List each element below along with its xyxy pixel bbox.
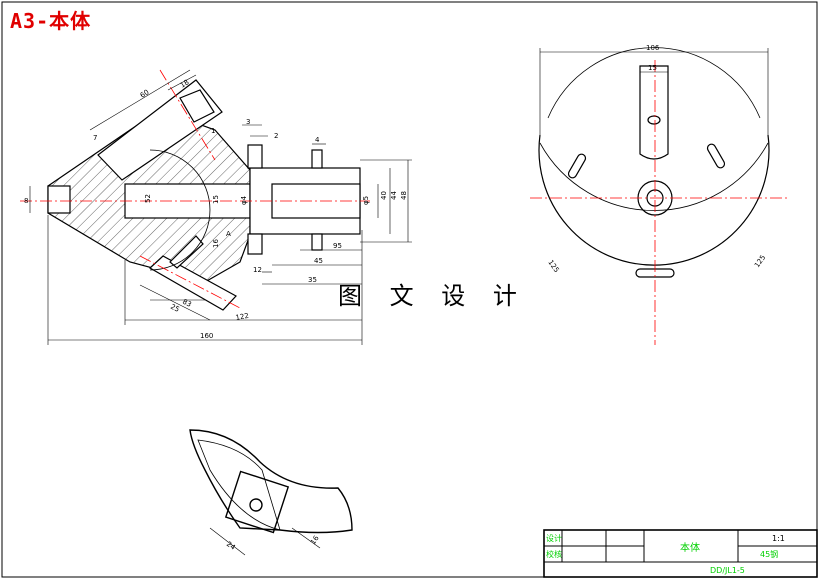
dim-95: 95: [333, 242, 342, 250]
dim-25: 25: [169, 303, 181, 314]
dim-16: 16: [212, 239, 220, 248]
dim-52: 52: [144, 194, 152, 203]
section-arc: [149, 149, 211, 271]
groove-bottom-1: [247, 233, 263, 255]
section-dimension-texts: 24 16: [225, 534, 321, 552]
tb-label-check: 校核: [546, 549, 562, 559]
groove-top-2: [311, 149, 323, 169]
dim-4: 4: [315, 136, 320, 144]
title-block-texts: 设计 校核 本体 1:1 45钢 DD/JL1-5: [546, 533, 785, 575]
dim-60: 60: [139, 88, 151, 100]
slot-left: [567, 153, 587, 179]
main-dimension-texts: 60 18 7 3 2 4 8 52 15 48 φ5 φ4 16 1 A 95…: [24, 78, 408, 340]
dim-12: 12: [253, 266, 262, 274]
dim-18: 18: [179, 78, 191, 90]
dim-2: 2: [274, 132, 278, 140]
tb-drawing-no: DD/JL1-5: [710, 566, 745, 575]
dim-44: 44: [390, 191, 398, 200]
dim-125-right: 125: [753, 254, 767, 270]
dim-125-left: 125: [546, 259, 560, 275]
top-lug-hole: [647, 115, 661, 125]
sheet-title: A3-本体: [10, 9, 92, 33]
dim-1: 1: [211, 127, 215, 135]
outer-disc-top: [547, 47, 761, 119]
tb-material: 45钢: [760, 549, 778, 559]
dim-160: 160: [200, 332, 213, 340]
label-A: A: [226, 230, 231, 238]
main-centerlines: [20, 69, 370, 309]
side-centerlines: [530, 60, 788, 345]
lower-blade: [148, 255, 237, 311]
groove-bottom-2: [311, 233, 323, 251]
section-dimension-lines: [209, 527, 321, 556]
dim-3: 3: [246, 118, 250, 126]
dim-phi4: φ4: [240, 195, 248, 205]
outer-disc: [538, 134, 770, 266]
dim-45: 45: [314, 257, 323, 265]
dim-40: 40: [380, 191, 388, 200]
dim-35: 35: [308, 276, 317, 284]
section-hole: [249, 498, 263, 512]
section-outline: [189, 429, 353, 534]
side-view: [538, 47, 770, 278]
dim-phi5: φ5: [362, 196, 370, 205]
dim-122: 122: [235, 312, 250, 322]
section-inner: [197, 439, 281, 531]
dim-8: 8: [24, 197, 28, 205]
watermark-text: 图 文 设 计: [338, 282, 527, 310]
tb-scale: 1:1: [772, 534, 785, 543]
tb-label-designer: 设计: [546, 533, 562, 543]
tb-part-name: 本体: [680, 541, 700, 554]
dim-48: 48: [400, 191, 408, 200]
upper-blade-slot: [179, 89, 215, 123]
dim-7: 7: [93, 134, 97, 142]
dim-83: 83: [181, 298, 193, 309]
dim-24: 24: [225, 540, 237, 552]
dim-15-lug: 15: [648, 64, 657, 72]
title-block: [543, 529, 818, 578]
top-lug: [639, 65, 669, 160]
dim-15: 15: [212, 195, 220, 204]
lower-blade-stem: [169, 235, 204, 269]
dim-16-section: 16: [309, 534, 321, 546]
groove-top-1: [247, 144, 263, 169]
cone-tip: [47, 185, 71, 214]
slot-right: [706, 143, 726, 169]
section-view: [189, 429, 353, 534]
main-dimension-lines: [29, 69, 412, 345]
inner-flange-arc: [539, 142, 769, 211]
side-dimension-lines: [539, 48, 769, 135]
section-block: [224, 470, 290, 534]
dim-106: 106: [646, 44, 660, 52]
